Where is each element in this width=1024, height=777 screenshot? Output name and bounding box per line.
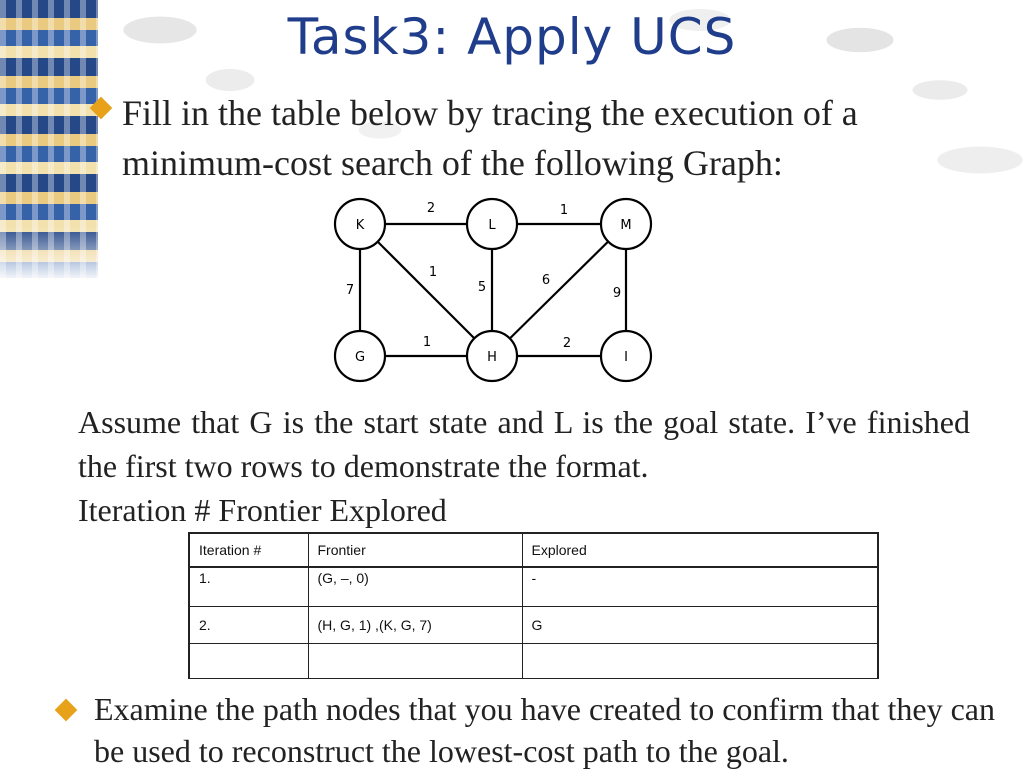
edge-cost-label: 2 [563,336,571,351]
graph-node-h [465,329,519,383]
search-graph: 2 1 7 1 5 6 9 1 2 K L M G H I [333,197,653,383]
edge-m-h [491,223,627,357]
graph-node-i [599,329,653,383]
slide-title: Task3: Apply UCS [287,8,737,66]
table-header-cell: Iteration # [188,532,309,568]
table-row: 2. (H, G, 1) ,(K, G, 7) G [188,606,879,644]
node-label: G [355,350,365,365]
edge-cost-label: 6 [542,273,550,288]
table-cell: (G, –, 0) [307,566,523,607]
edge-cost-label: 7 [346,283,354,298]
table-cell: 1. [188,566,309,607]
graph-node-m [599,197,653,251]
table-header-cell: Explored [521,532,879,568]
table-cell: 2. [188,606,309,644]
decorative-ornament-strip [0,0,98,282]
node-label: I [624,350,628,365]
graph-node-l [465,197,519,251]
edge-cost-label: 2 [427,201,435,216]
node-label: L [488,218,496,233]
table-cell: G [521,606,879,644]
table-cell [307,643,523,679]
closing-bullet-text: Examine the path nodes that you have cre… [94,691,995,769]
table-row: 1. (G, –, 0) - [188,566,879,607]
edge-cost-label: 9 [613,286,621,301]
node-label: H [487,350,497,365]
table-header-row: Iteration # Frontier Explored [188,532,879,568]
trace-table: Iteration # Frontier Explored 1. (G, –, … [188,532,879,679]
table-cell: - [521,566,879,607]
graph-node-k [333,197,387,251]
table-header-cell: Frontier [307,532,523,568]
edge-cost-label: 1 [423,335,431,350]
table-cell: (H, G, 1) ,(K, G, 7) [307,606,523,644]
table-cell [521,643,879,679]
assumption-text: Assume that G is the start state and L i… [78,404,970,484]
columns-line: Iteration # Frontier Explored [78,492,447,528]
node-label: K [356,218,365,233]
table-row [188,643,879,679]
node-label: M [620,218,631,233]
graph-node-g [333,329,387,383]
table-cell [188,643,309,679]
edge-cost-label: 1 [560,203,568,218]
edge-k-h [359,223,493,357]
edge-cost-label: 5 [478,280,486,295]
edge-cost-label: 1 [429,265,437,280]
intro-bullet-text: Fill in the table below by tracing the e… [122,93,858,183]
diamond-bullet-icon [54,698,78,722]
background-swirl-pattern [0,0,1024,200]
